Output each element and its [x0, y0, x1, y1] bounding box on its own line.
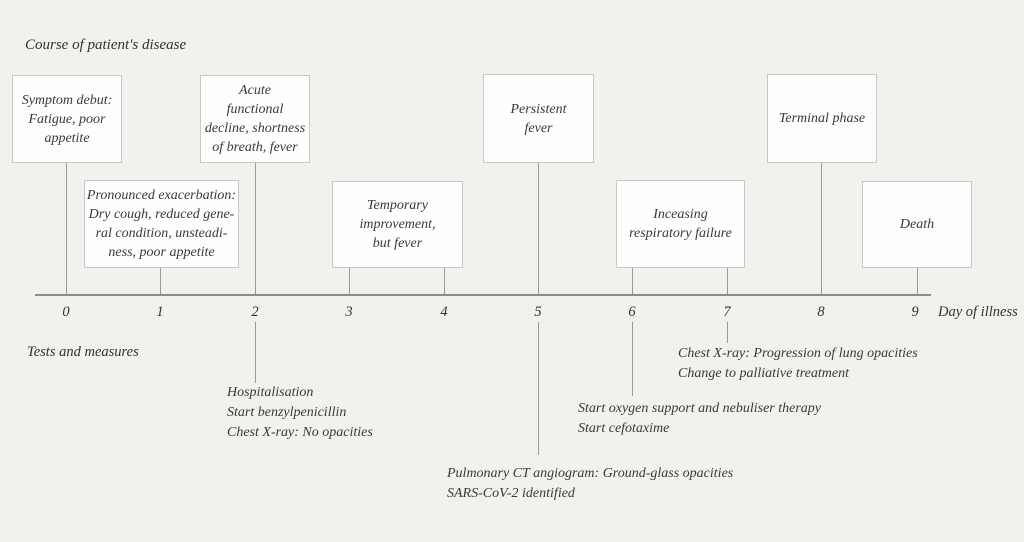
connector-day-5 — [538, 163, 539, 294]
note-day-7: Chest X-ray: Progression of lung opaciti… — [678, 346, 918, 381]
connector-day-4 — [444, 268, 445, 294]
day-label-8: 8 — [817, 304, 825, 320]
test-connector-day-2 — [255, 322, 256, 383]
note-day-2: Hospitalisation Start benzylpenicillin C… — [227, 385, 373, 440]
note-day-6: Start oxygen support and nebuliser thera… — [578, 401, 822, 436]
connector-day-2 — [255, 163, 256, 294]
event-box-pronounced-exacerbation: Pronounced exacerbation: Dry cough, redu… — [84, 180, 239, 268]
day-label-2: 2 — [251, 304, 259, 320]
event-box-inceasing-respiratory-failure: Inceasing respiratory failure — [616, 180, 745, 268]
day-label-6: 6 — [628, 304, 636, 320]
day-label-4: 4 — [440, 304, 448, 320]
day-label-3: 3 — [345, 304, 353, 320]
event-box-terminal-phase: Terminal phase — [767, 74, 877, 163]
connector-day-3 — [349, 268, 350, 294]
day-label-7: 7 — [723, 304, 731, 320]
timeline-axis — [35, 294, 931, 296]
connector-day-6 — [632, 268, 633, 294]
day-label-5: 5 — [534, 304, 542, 320]
test-connector-day-5 — [538, 322, 539, 455]
tests-section-label: Tests and measures — [27, 344, 139, 360]
event-box-temporary-improvement: Temporary improvement, but fever — [332, 181, 463, 268]
day-label-1: 1 — [156, 304, 164, 320]
event-box-symptom-debut: Symptom debut: Fatigue, poor appetite — [12, 75, 122, 163]
event-box-persistent-fever: Persistent fever — [483, 74, 594, 163]
event-box-acute-functional-decline: Acute functional decline, shortness of b… — [200, 75, 310, 163]
test-connector-day-7 — [727, 322, 728, 343]
page-title: Course of patient's disease — [25, 37, 187, 53]
connector-day-0 — [66, 163, 67, 294]
day-label-9: 9 — [911, 304, 919, 320]
connector-day-7 — [727, 268, 728, 294]
connector-day-8 — [821, 163, 822, 294]
connector-day-1 — [160, 268, 161, 294]
event-box-death: Death — [862, 181, 972, 268]
day-label-0: 0 — [62, 304, 70, 320]
note-day-5: Pulmonary CT angiogram: Ground-glass opa… — [447, 466, 734, 501]
axis-caption: Day of illness — [938, 304, 1018, 320]
test-connector-day-6 — [632, 322, 633, 396]
connector-day-9 — [917, 268, 918, 294]
